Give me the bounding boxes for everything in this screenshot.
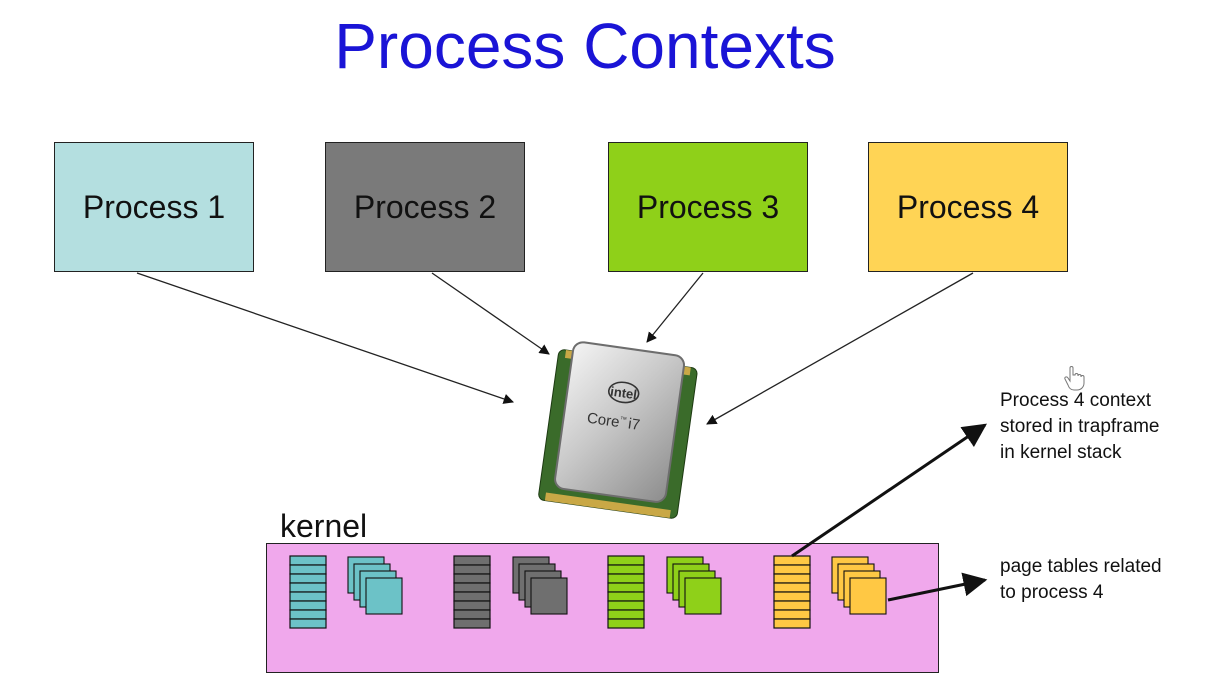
cpu-tm-text: ™ (619, 416, 627, 424)
process-2-label: Process 2 (353, 188, 497, 225)
kernel-stack-process-2 (453, 555, 491, 629)
page-title: Process Contexts (334, 10, 836, 82)
process-1-box: Process 1 (54, 142, 254, 272)
cpu-brand-text: intel (609, 384, 638, 403)
process-4-box: Process 4 (868, 142, 1068, 272)
trapframe-note-line: Process 4 context (1000, 390, 1152, 411)
process-3-box: Process 3 (608, 142, 808, 272)
kernel-label: kernel (280, 508, 368, 544)
cpu-model-text: Core (586, 410, 621, 431)
page-tables-process-2 (512, 556, 568, 615)
process-4-label: Process 4 (896, 188, 1040, 225)
page-tables-note-line: to process 4 (1000, 582, 1104, 603)
process-1-label: Process 1 (82, 188, 226, 225)
arrow-process-2 (431, 272, 550, 355)
cpu-gen-text: i7 (627, 415, 641, 433)
kernel-stack-process-1 (289, 555, 327, 629)
arrow-trapframe (791, 423, 987, 558)
process-3-label: Process 3 (636, 188, 780, 225)
kernel-items (289, 555, 887, 629)
page-tables-note-line: page tables related (1000, 556, 1162, 577)
trapframe-note-line: in kernel stack (1000, 442, 1122, 463)
arrow-process-3 (646, 272, 704, 343)
kernel-stack-process-3 (607, 555, 645, 629)
page-tables-process-4 (831, 556, 887, 615)
svg-text:Core™i7: Core™i7 (586, 410, 641, 434)
arrow-page-tables (887, 572, 988, 602)
page-tables-process-3 (666, 556, 722, 615)
process-2-box: Process 2 (325, 142, 525, 272)
page-tables-note: page tables related to process 4 (1000, 554, 1220, 606)
kernel-stack-process-4 (773, 555, 811, 629)
arrow-process-1 (136, 272, 514, 404)
trapframe-note: Process 4 context stored in trapframe in… (1000, 388, 1210, 466)
hand-cursor-icon (1064, 366, 1085, 391)
cpu-chip-icon: intel Core™i7 (538, 341, 698, 519)
trapframe-note-line: stored in trapframe (1000, 416, 1160, 437)
arrow-process-4 (706, 272, 974, 425)
page-tables-process-1 (347, 556, 403, 615)
